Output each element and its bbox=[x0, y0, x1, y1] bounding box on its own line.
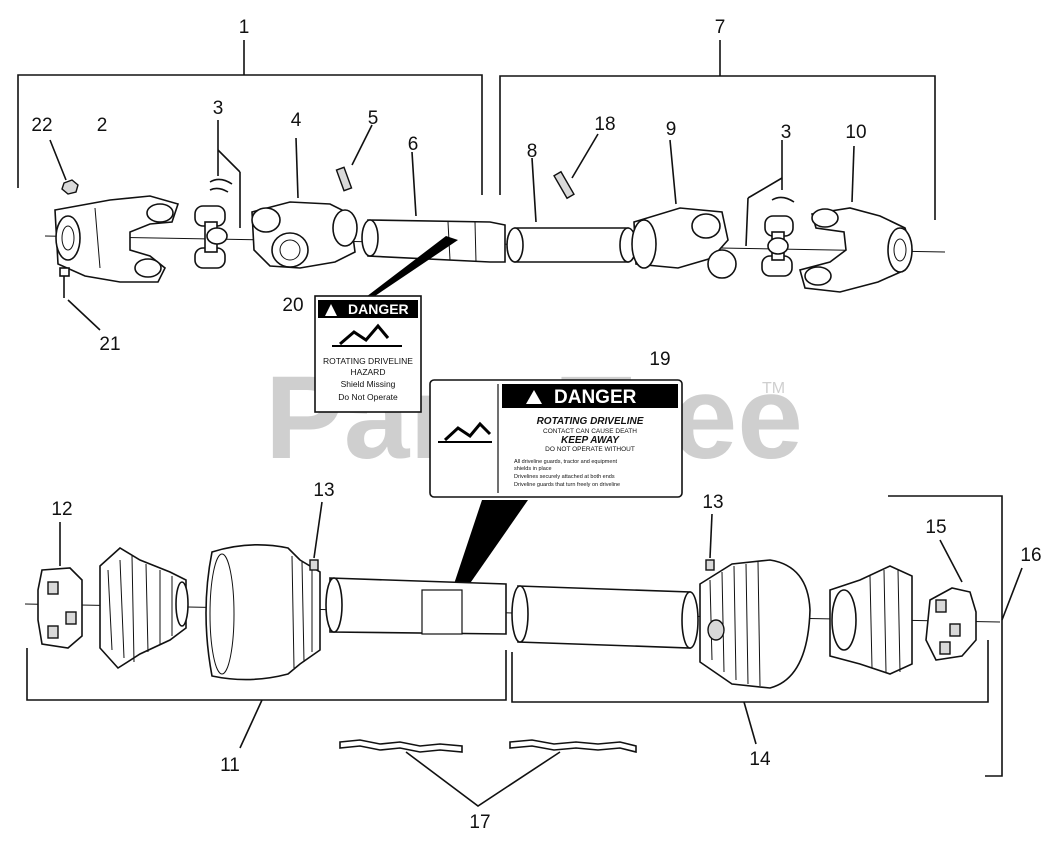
bracket-7 bbox=[499, 40, 936, 220]
nut-part-22 bbox=[49, 139, 79, 195]
label-20-line-1: ROTATING DRIVELINE bbox=[323, 356, 413, 366]
clips-part-17 bbox=[339, 739, 637, 807]
label-20-line-4: Do Not Operate bbox=[338, 392, 398, 402]
callout-13-left: 13 bbox=[313, 480, 334, 501]
danger-label-20: DANGER ROTATING DRIVELINE HAZARD Shield … bbox=[314, 295, 422, 413]
bracket-16 bbox=[888, 495, 1023, 777]
callout-14: 14 bbox=[749, 749, 771, 770]
label-19-line-3: KEEP AWAY bbox=[561, 435, 620, 446]
callout-3-left: 3 bbox=[213, 98, 224, 119]
callout-9: 9 bbox=[666, 119, 677, 140]
label-19-line-5: All driveline guards, tractor and equipm… bbox=[514, 459, 618, 465]
bearing-ring-part-12 bbox=[37, 522, 83, 649]
label-19-line-2: CONTACT CAN CAUSE DEATH bbox=[543, 428, 637, 435]
callout-13-right: 13 bbox=[702, 492, 723, 513]
screw-part-13-right bbox=[705, 513, 715, 571]
cross-bearing-part-3-left bbox=[194, 120, 241, 269]
label-20-title: DANGER bbox=[348, 301, 409, 317]
bracket-14 bbox=[511, 640, 989, 745]
bolt-part-21 bbox=[59, 267, 101, 331]
guard-barrel-right bbox=[699, 559, 811, 689]
guard-tube-inner bbox=[325, 577, 507, 635]
pointer-19 bbox=[452, 500, 528, 592]
callout-5: 5 bbox=[368, 108, 379, 129]
guard-barrel-left bbox=[205, 544, 321, 681]
callout-11: 11 bbox=[220, 755, 240, 776]
callout-10: 10 bbox=[845, 122, 866, 143]
guard-cone-left bbox=[99, 547, 189, 670]
yoke-part-2 bbox=[54, 195, 180, 283]
danger-label-19: DANGER ROTATING DRIVELINE CONTACT CAN CA… bbox=[429, 379, 683, 498]
callout-8: 8 bbox=[527, 141, 538, 162]
bracket-1 bbox=[17, 40, 483, 195]
label-19-line-7: Drivelines securely attached at both end… bbox=[514, 474, 615, 480]
callout-2: 2 bbox=[97, 115, 108, 136]
callout-17: 17 bbox=[469, 812, 490, 833]
screw-part-13-left bbox=[309, 501, 323, 571]
bearing-ring-part-15 bbox=[925, 539, 977, 661]
outer-yoke-part-9 bbox=[631, 139, 737, 279]
pointer-20 bbox=[362, 236, 458, 300]
label-19-line-6: shields in place bbox=[514, 466, 552, 472]
bracket-11 bbox=[26, 648, 507, 749]
callout-7: 7 bbox=[715, 17, 726, 38]
callout-22: 22 bbox=[31, 115, 52, 136]
callout-6: 6 bbox=[408, 134, 419, 155]
guard-cone-right bbox=[829, 565, 913, 675]
callout-19: 19 bbox=[649, 349, 670, 370]
callout-3-right: 3 bbox=[781, 122, 792, 143]
callout-20: 20 bbox=[282, 295, 303, 316]
label-20-line-3: Shield Missing bbox=[341, 379, 396, 389]
label-20-line-2: HAZARD bbox=[351, 367, 386, 377]
inner-yoke-part-4 bbox=[251, 137, 358, 269]
label-19-line-1: ROTATING DRIVELINE bbox=[537, 416, 644, 427]
callout-18: 18 bbox=[594, 114, 615, 135]
callout-4: 4 bbox=[291, 110, 302, 131]
callout-16: 16 bbox=[1020, 545, 1041, 566]
watermark-tm: TM bbox=[762, 380, 785, 397]
tube-part-8 bbox=[506, 157, 637, 263]
callout-15: 15 bbox=[925, 517, 946, 538]
roll-pin-part-5 bbox=[335, 124, 373, 192]
label-19-line-8: Driveline guards that turn freely on dri… bbox=[514, 482, 620, 488]
label-19-line-4: DO NOT OPERATE WITHOUT bbox=[545, 446, 635, 453]
cross-bearing-part-3-right bbox=[745, 140, 795, 277]
callout-1: 1 bbox=[239, 17, 250, 38]
label-19-title: DANGER bbox=[554, 387, 637, 408]
tube-part-6 bbox=[361, 151, 506, 263]
roll-pin-part-18 bbox=[553, 133, 599, 200]
callout-21: 21 bbox=[99, 334, 120, 355]
guard-tube-outer bbox=[511, 585, 699, 649]
yoke-part-10 bbox=[799, 145, 913, 293]
callout-12: 12 bbox=[51, 499, 72, 520]
